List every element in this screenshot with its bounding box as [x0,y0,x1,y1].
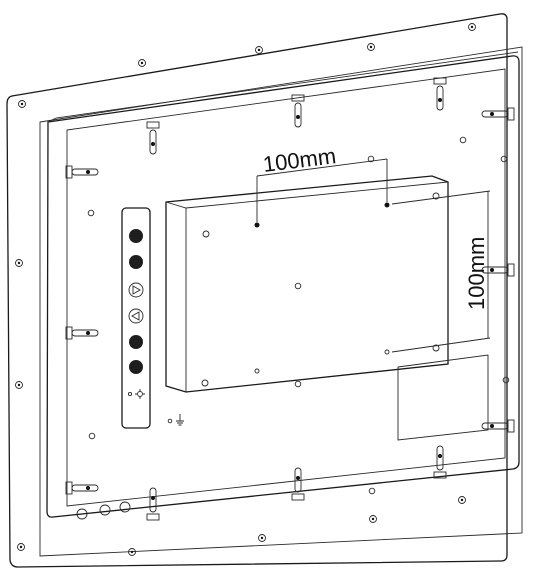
vertical-dimension-label: 100mm [464,237,489,310]
vesa-hole-top-right [384,202,390,208]
auto-button[interactable] [129,360,143,374]
chassis-side-face [47,51,519,123]
rear-chassis [46,55,520,518]
horizontal-dimension-label: 100mm [262,143,338,177]
label-plate [397,354,489,441]
triangle-left-icon [131,311,140,321]
ground-symbol-icon [167,414,184,426]
triangle-right-icon [132,285,141,295]
mounting-flange [6,13,508,568]
select-button[interactable] [129,335,143,349]
vesa-hole-top-left [254,222,260,228]
right-button[interactable] [128,282,144,298]
chassis-inner-border [66,68,506,507]
vesa-mount-box [165,175,449,393]
control-panel [121,207,151,429]
chassis-screws [87,136,510,495]
connector-ports [76,501,131,520]
vertical-dimension: 100mm [391,190,491,353]
power-button[interactable] [129,229,143,243]
vesa-hole-bottom-left [254,368,260,374]
mounting-clamps [65,77,515,521]
menu-button[interactable] [129,255,143,269]
flange-inner-edge [39,46,523,557]
flange-screw-holes [15,23,476,556]
sun-icon [127,389,145,399]
left-button[interactable] [128,308,144,324]
vesa-hole-bottom-right [384,349,390,355]
